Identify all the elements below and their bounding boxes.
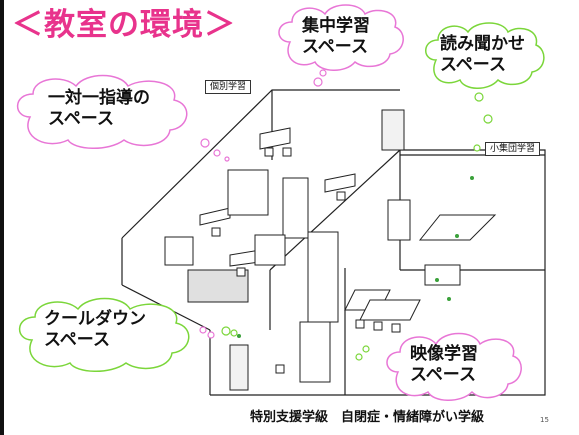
partition-board <box>164 236 194 266</box>
cloud-label: 集中学習 スペース <box>302 16 370 57</box>
desk <box>359 299 421 321</box>
room-label-individual: 個別学習 <box>205 80 252 94</box>
tv-screen <box>424 264 461 286</box>
cloud-label: 読み聞かせ スペース <box>440 34 525 75</box>
desk <box>259 127 291 150</box>
chair <box>336 191 346 201</box>
chair <box>373 321 383 331</box>
cloud-focus-study-space: 集中学習 スペース <box>270 2 410 74</box>
desk <box>199 207 231 226</box>
cloud-video-study-space: 映像学習 スペース <box>378 330 526 406</box>
page-number: 15 <box>540 416 549 424</box>
shelf <box>229 344 249 391</box>
left-border <box>0 0 4 435</box>
room-label-small-group: 小集団学習 <box>485 142 541 156</box>
chair <box>236 267 246 277</box>
cloud-one-on-one-space: 一対一指導の スペース <box>8 72 204 152</box>
cloud-cool-down-space: クールダウン スペース <box>10 295 206 375</box>
partition-screen <box>299 321 331 383</box>
cloud-label: 一対一指導の スペース <box>48 88 150 129</box>
cloud-label: 映像学習 スペース <box>410 344 478 385</box>
tall-cabinet <box>282 177 309 239</box>
chair <box>211 227 221 237</box>
chair <box>355 319 365 329</box>
whiteboard <box>387 199 411 241</box>
bookcase <box>307 231 339 323</box>
cubby <box>254 234 286 266</box>
chair <box>391 323 401 333</box>
desk <box>418 214 497 241</box>
footer-caption: 特別支援学級 自閉症・情緒障がい学級 <box>250 410 485 425</box>
chair <box>282 147 292 157</box>
partition-board <box>227 169 269 216</box>
page-title: ＜教室の環境＞ <box>12 7 236 43</box>
cloud-read-aloud-space: 読み聞かせ スペース <box>418 20 546 92</box>
partition-wall <box>269 149 401 271</box>
chair <box>264 147 274 157</box>
chair <box>275 364 285 374</box>
cloud-label: クールダウン スペース <box>44 309 146 350</box>
desk <box>324 173 356 193</box>
shelf <box>381 109 405 151</box>
